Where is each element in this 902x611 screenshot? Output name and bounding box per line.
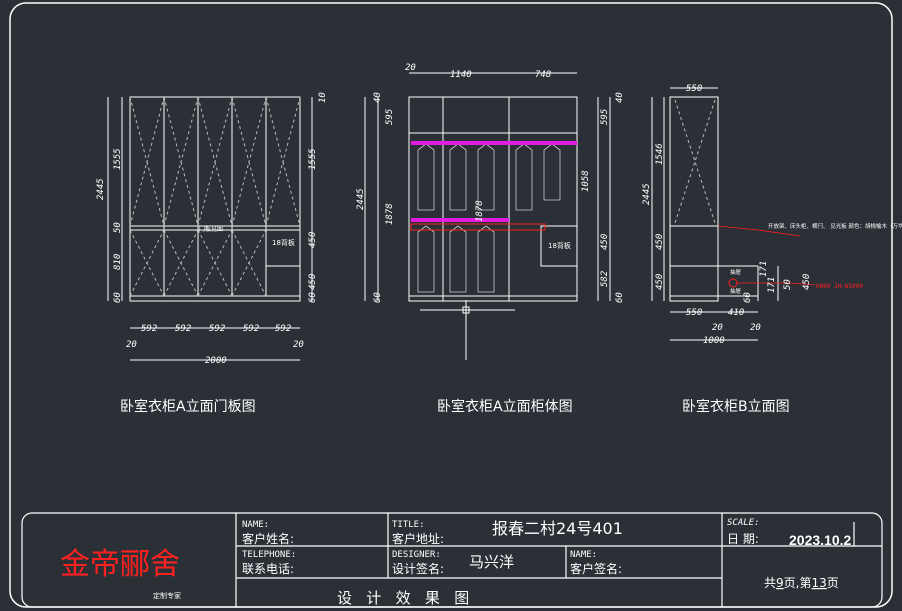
elev-right-dim-4: 450 [802,274,812,290]
door-right-dim-5: 60 [308,292,318,303]
door-note-1: 门板见图 [199,225,223,233]
designer-en-label: DESIGNER: [392,550,441,560]
door-right-dim-2: 1555 [308,148,318,170]
door-left-dim-4: 810 [113,254,123,270]
body-right-dim-5: 582 [600,271,610,287]
red-callout-line [717,225,801,237]
body-right-dim-3: 1058 [581,170,591,192]
elev-bottom-dim-3: 20 [712,323,723,333]
address-value: 报春二村24号401 [492,519,623,538]
elev-left-dim-1: 1546 [655,143,665,165]
client-name-en-label: NAME: [570,550,597,560]
body-right-dim-1: 40 [615,92,625,103]
hanging-rod-upper [411,141,577,145]
sheet-frame [9,2,893,608]
title-block [21,512,883,608]
door-right-dim-3: 450 [308,232,318,248]
door-left-dim-3: 50 [113,222,123,233]
rod-highlight-box [410,223,546,231]
door-note-2: 18背板 [272,238,295,247]
elev-bottom-dim-1: 550 [686,308,702,318]
elev-drawer-label-2: 抽屉 [730,287,742,295]
body-top-dim-1: 20 [405,63,416,73]
telephone-en-label: TELEPHONE: [242,550,296,560]
door-right-dim-4: 450 [308,274,318,290]
elev-right-dim-1: 171 [759,261,769,277]
elev-drawer-label-1: 抽屉 [730,268,742,276]
body-inner-dim: 1878 [475,200,485,222]
door-left-dim-5: 60 [113,292,123,303]
telephone-cn-label: 联系电话: [242,562,294,576]
designer-value: 马兴洋 [469,553,514,571]
door-margin-right: 20 [293,340,304,350]
door-total-width: 2000 [205,356,227,366]
elev-bottom-dim-4: 20 [750,323,761,333]
designer-sign-label: 设计签名: [392,561,444,576]
door-margin-left: 20 [126,340,137,350]
date-value: 2023.10.2 [789,532,851,548]
body-top-dim-3: 748 [535,70,551,80]
elev-right-dim-5: 60 [743,292,753,303]
body-left-dim-3: 2445 [356,188,366,210]
body-left-dim-2: 595 [385,109,395,125]
body-left-dim-1: 40 [373,92,383,103]
door-left-dim-1: 2445 [96,178,106,200]
elev-annotation: 开放架、床头柜、横闩、 见光板 颜色：胡桃榆木（万华） [768,222,902,230]
red-callout-circle [728,278,738,288]
door-panel-drawing [107,96,313,361]
date-label: 日 期: [727,532,759,546]
logo-subtitle: 定制专家 [153,591,181,600]
elev-right-dim-2: 171 [767,277,777,293]
elev-bottom-dim-5: 1000 [703,336,725,346]
door-panel-title: 卧室衣柜A立面门板图 [120,398,256,415]
hanging-rod-lower [411,218,509,222]
door-bottom-seg-2: 592 [175,324,191,334]
body-left-dim-4: 1878 [385,203,395,225]
elev-top-dim: 550 [686,84,702,94]
body-right-dim-6: 60 [615,292,625,303]
elev-left-dim-4: 450 [655,274,665,290]
red-tag-line [737,282,816,286]
title-en-label: TITLE: [392,520,425,530]
elev-right-dim-3: 50 [783,279,793,290]
page-indicator: 共9页,第13页 [764,576,839,590]
elevation-b-title: 卧室衣柜B立面图 [682,398,790,415]
door-right-dim-1: 10 [318,92,328,103]
body-right-dim-2: 595 [600,109,610,125]
elev-bottom-dim-2: 410 [728,308,744,318]
door-bottom-seg-1: 592 [141,324,157,334]
cabinet-body-drawing [364,72,611,360]
door-bottom-seg-5: 592 [275,324,291,334]
bottom-caption: 设 计 效 果 图 [337,589,469,607]
body-note-1: 18背板 [548,241,571,250]
client-sign-label: 客户签名: [570,561,622,576]
client-name-label: 客户姓名: [242,531,294,546]
door-left-dim-2: 1555 [113,148,123,170]
elev-red-tag: H860 JH-W1000 [816,283,863,290]
elevation-b-drawing [651,87,779,341]
door-bottom-seg-4: 592 [243,324,259,334]
name-en-label: NAME: [242,520,269,530]
logo-text: 金帝郦舍 [60,547,180,582]
elev-left-dim-3: 450 [655,234,665,250]
body-right-dim-4: 450 [600,234,610,250]
cabinet-body-title: 卧室衣柜A立面柜体图 [437,398,573,415]
door-bottom-seg-3: 592 [209,324,225,334]
address-label: 客户地址: [392,531,444,546]
body-top-dim-2: 1140 [450,70,472,80]
body-left-dim-5: 60 [373,292,383,303]
scale-label: SCALE: [727,518,760,528]
elev-left-dim-2: 2445 [642,183,652,205]
